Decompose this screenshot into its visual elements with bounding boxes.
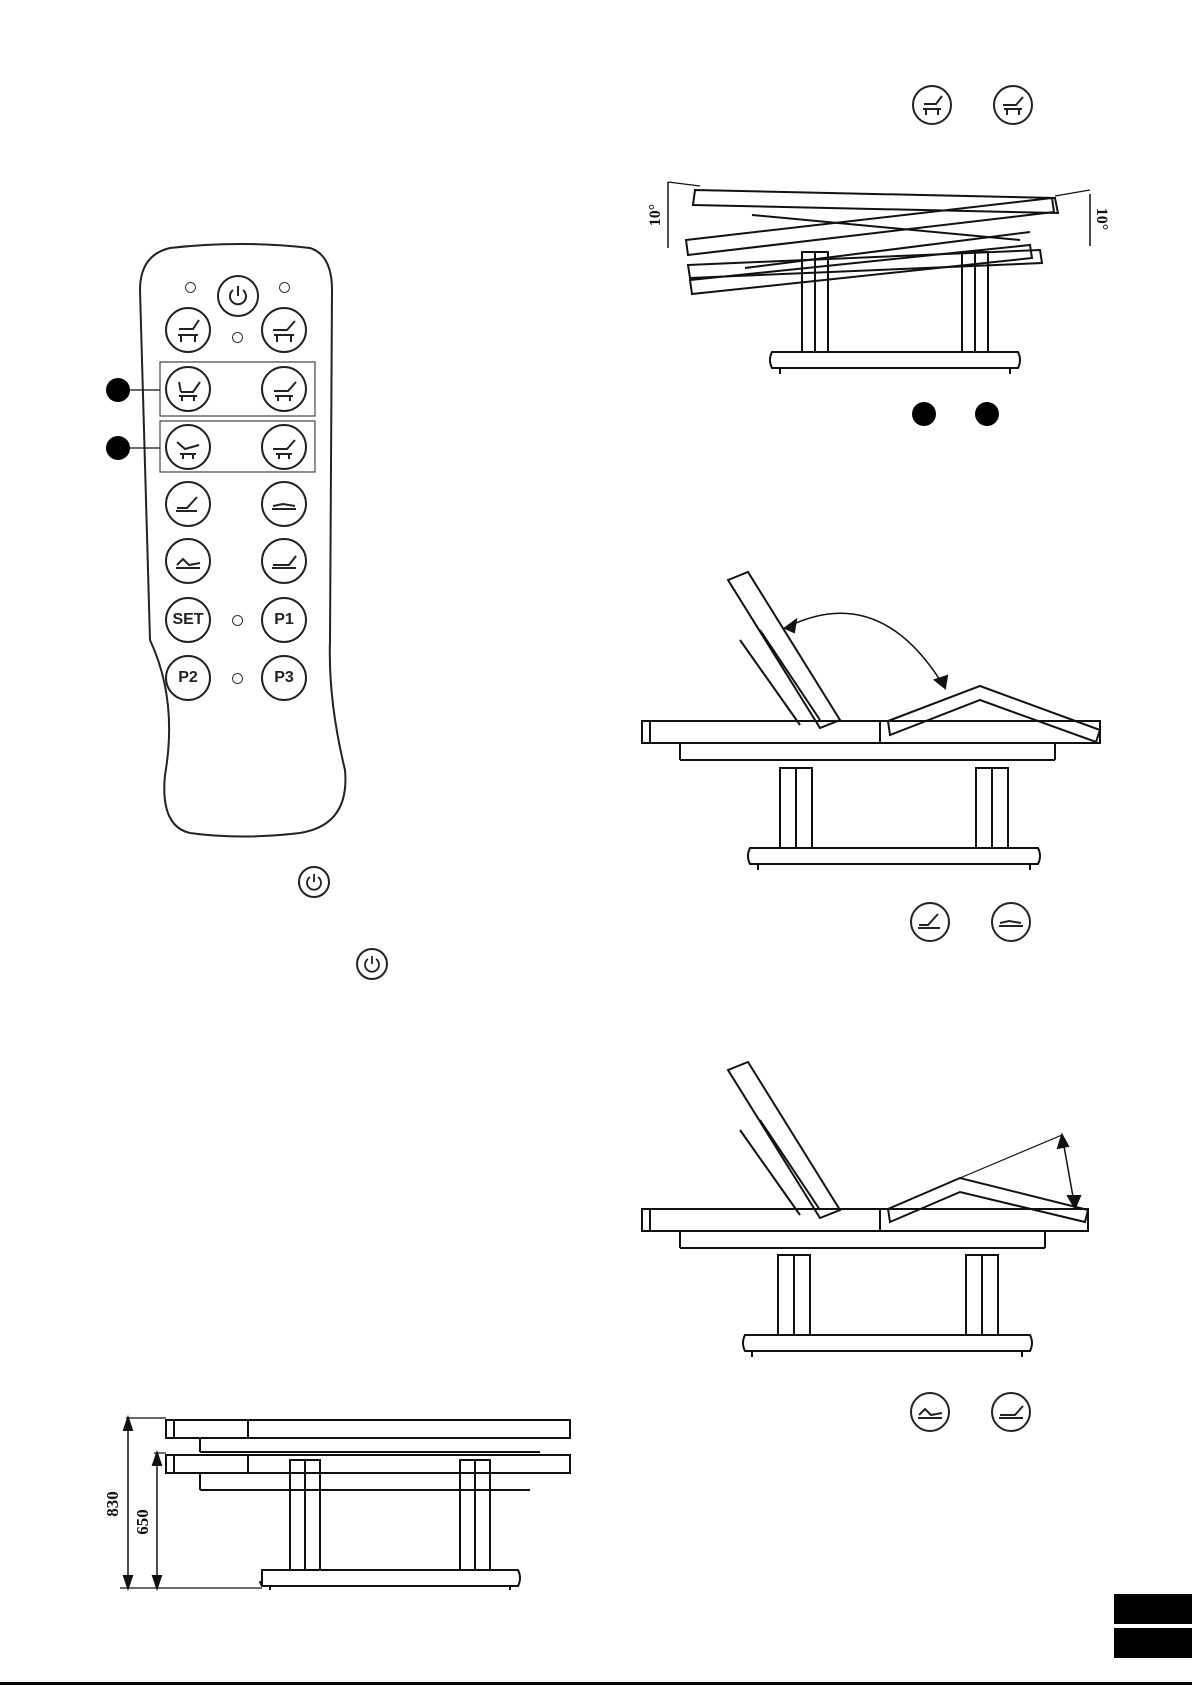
page-tab-lower — [1114, 1628, 1192, 1658]
height-min-label: 650 — [133, 1509, 153, 1535]
height-max-label: 830 — [103, 1491, 123, 1517]
page-tab-upper — [1114, 1594, 1192, 1624]
